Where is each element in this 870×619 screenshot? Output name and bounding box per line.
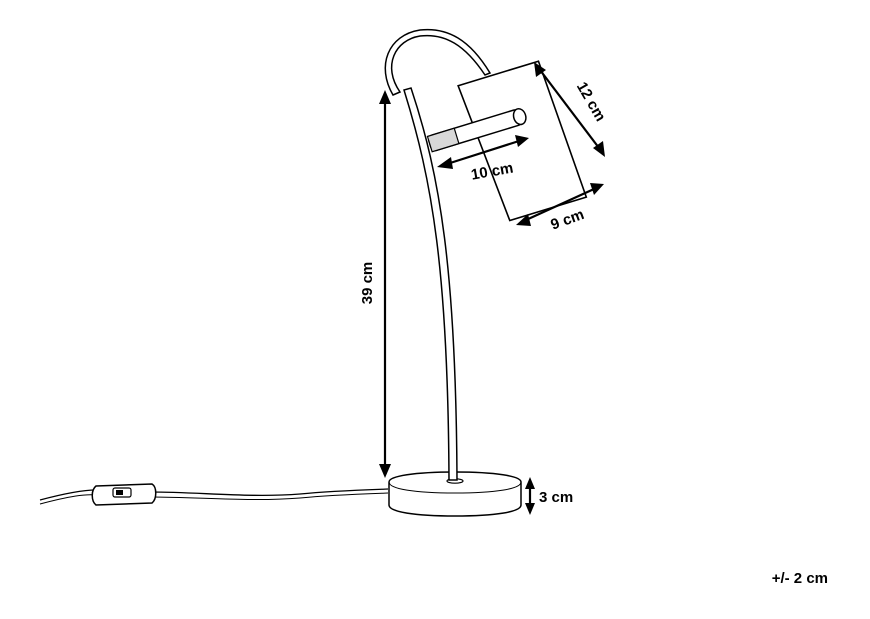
shade-length-dimension-arrow bbox=[534, 62, 605, 157]
shade-diameter-dimension-arrow bbox=[516, 183, 604, 226]
base-height-label: 3 cm bbox=[539, 489, 573, 506]
base-height-dimension-arrow bbox=[525, 477, 535, 515]
lamp-gooseneck bbox=[384, 28, 492, 96]
lamp-stem bbox=[403, 87, 458, 481]
tolerance-note: +/- 2 cm bbox=[771, 570, 828, 587]
inline-switch bbox=[91, 483, 157, 506]
shade-length-label: 12 cm bbox=[573, 79, 609, 124]
arm-length-dimension-arrow bbox=[437, 135, 529, 169]
lamp-arm bbox=[426, 107, 527, 153]
shade-diameter-label: 9 cm bbox=[548, 206, 586, 234]
height-dimension-arrow bbox=[379, 90, 391, 478]
height-label: 39 cm bbox=[359, 262, 376, 305]
